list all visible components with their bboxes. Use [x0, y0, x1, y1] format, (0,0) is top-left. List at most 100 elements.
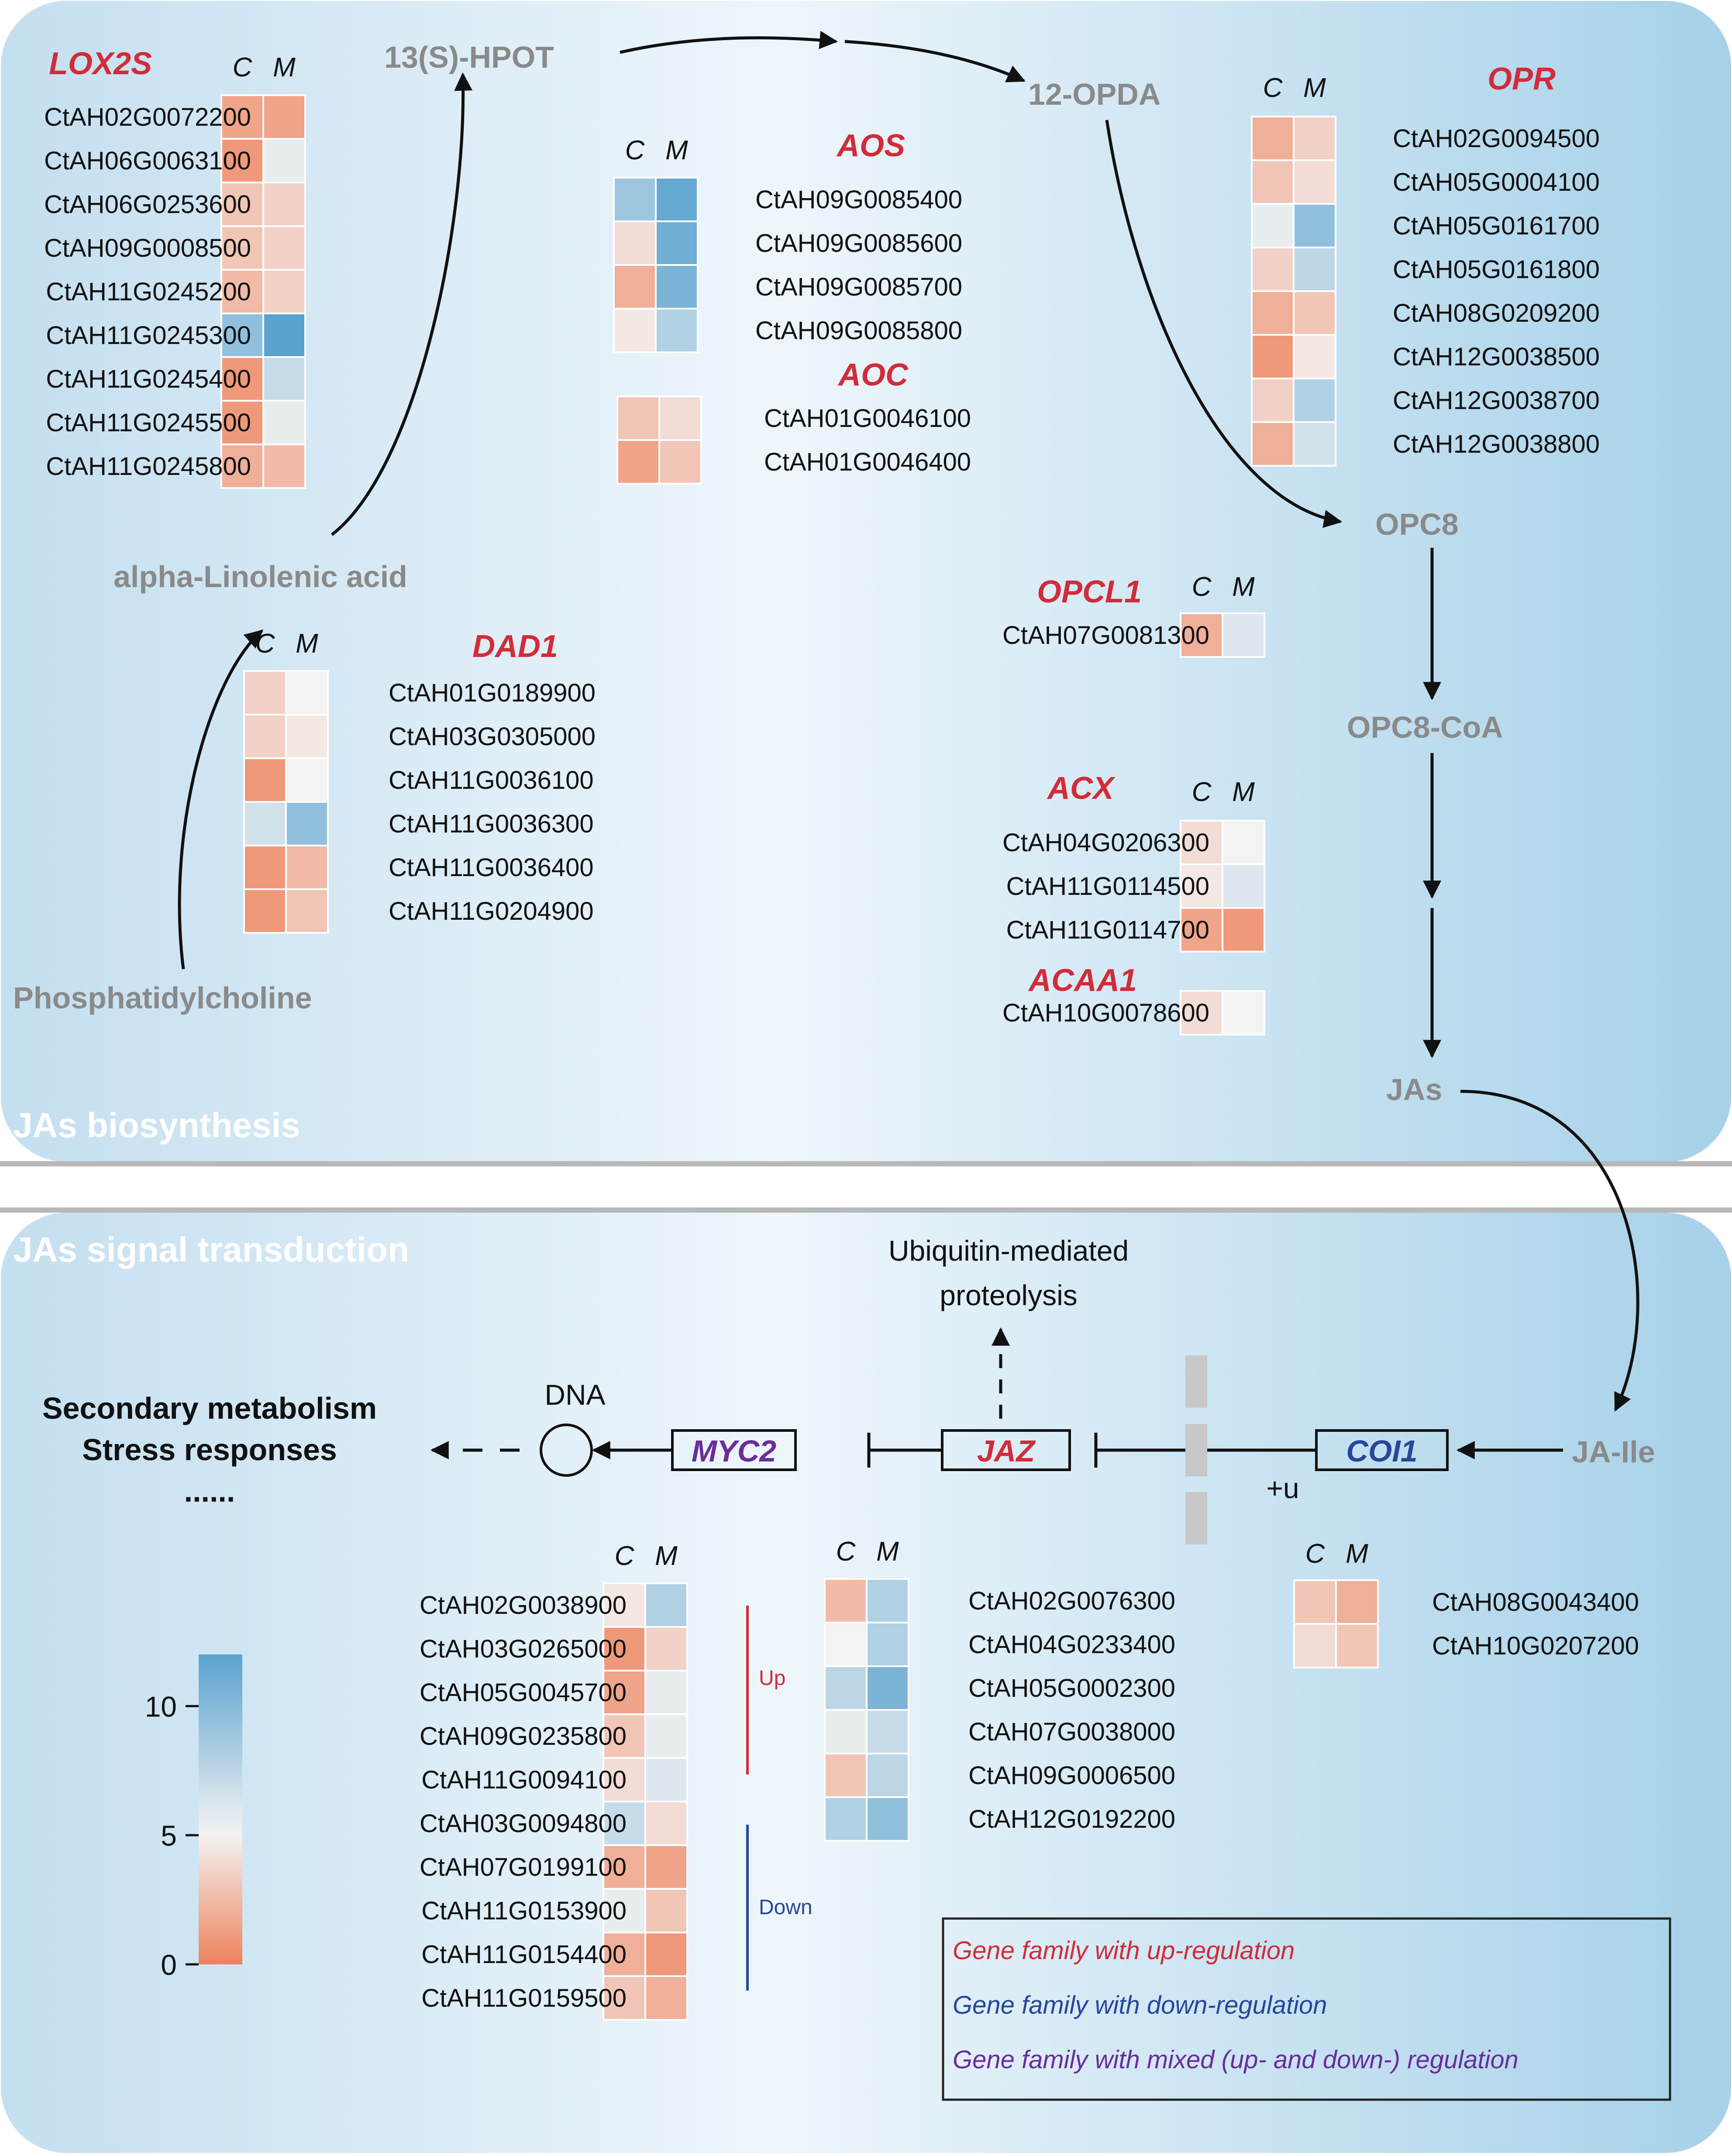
- column-header-c: C: [836, 1537, 856, 1567]
- metabolite-hpot: 13(S)-HPOT: [384, 40, 554, 74]
- heatmap-cell-c: [613, 308, 657, 353]
- heatmap-myc2: CtAH02G0038900CtAH03G0265000CtAH05G00457…: [420, 1541, 688, 2021]
- gene-label: CtAH11G0245800: [46, 452, 251, 481]
- heatmap-cell-m: [1293, 334, 1336, 379]
- family-title-dad1: DAD1: [472, 629, 558, 664]
- heatmap-opr: CtAH02G0094500CtAH05G0004100CtAH05G01617…: [1251, 62, 1600, 467]
- heatmap-cell-m: [1293, 203, 1336, 248]
- column-header-c: C: [233, 52, 253, 83]
- gene-label: CtAH10G0078600: [1002, 999, 1209, 1027]
- gene-label: CtAH09G0085600: [755, 229, 962, 258]
- gene-label: CtAH08G0209200: [1393, 299, 1600, 327]
- colorbar: [199, 1654, 242, 1964]
- heatmap-cell-c: [243, 888, 287, 934]
- gene-label: CtAH01G0189900: [389, 679, 596, 707]
- metabolite-opc8: OPC8: [1375, 507, 1459, 541]
- gene-label: CtAH02G0076300: [968, 1587, 1175, 1615]
- jaz-box: [941, 1429, 1071, 1471]
- heatmap-cell-m: [1222, 863, 1265, 909]
- heatmap-cell-m: [285, 801, 329, 846]
- heatmap-cell-m: [644, 1932, 688, 1977]
- legend-down: Gene family with down-regulation: [953, 1991, 1327, 2019]
- heatmap-cell-m: [262, 400, 306, 445]
- family-title-lox2s: LOX2S: [49, 46, 152, 81]
- heatmap-cell-c: [1251, 290, 1295, 336]
- arrow-opda-to-opc8: [1105, 120, 1343, 528]
- heatmaps: CtAH02G0072200CtAH06G0063100CtAH06G02536…: [44, 46, 1639, 2021]
- gene-label: CtAH01G0046400: [764, 448, 971, 476]
- arrow-pc-to-linolenic: [178, 629, 264, 970]
- heatmap-cell-m: [1335, 1623, 1379, 1668]
- heatmap-cell-c: [824, 1709, 868, 1754]
- gene-label: CtAH06G0063100: [44, 147, 251, 175]
- heatmap-cell-m: [644, 1582, 688, 1628]
- heatmap-cell-m: [866, 1709, 909, 1754]
- heatmap-cell-c: [824, 1753, 868, 1798]
- gene-label: CtAH05G0002300: [968, 1674, 1175, 1702]
- column-header-c: C: [615, 1541, 635, 1571]
- column-header-c: C: [1305, 1539, 1326, 1569]
- heatmap-cell-m: [866, 1753, 909, 1798]
- heatmap-cell-c: [616, 395, 660, 441]
- heatmap-cell-m: [262, 356, 306, 402]
- heatmap-cell-m: [866, 1622, 909, 1667]
- gene-label: CtAH04G0233400: [968, 1630, 1175, 1659]
- gene-label: CtAH12G0038700: [1393, 386, 1600, 415]
- gene-label: CtAH09G0008500: [44, 234, 251, 262]
- heatmap-cell-c: [1251, 378, 1295, 423]
- gene-label: CtAH11G0245400: [46, 365, 251, 393]
- gene-label: CtAH11G0245300: [46, 321, 251, 350]
- gene-label: CtAH02G0094500: [1393, 124, 1600, 153]
- heatmap-cell-c: [243, 670, 287, 715]
- gene-label: CtAH10G0207200: [1432, 1632, 1639, 1660]
- section-title-signal: JAs signal transduction: [13, 1230, 409, 1269]
- column-header-c: C: [625, 135, 645, 165]
- gene-label: CtAH02G0038900: [420, 1591, 627, 1620]
- heatmap-cell-c: [243, 714, 287, 759]
- heatmap-cell-m: [1293, 247, 1336, 292]
- gene-label: CtAH05G0004100: [1393, 168, 1600, 196]
- heatmap-cell-m: [655, 177, 699, 222]
- gene-label: CtAH03G0265000: [420, 1635, 627, 1663]
- section-title-biosynthesis: JAs biosynthesis: [13, 1106, 300, 1145]
- heatmap-cell-c: [603, 1713, 646, 1759]
- heatmap-cell-m: [262, 269, 306, 314]
- heatmap-cell-m: [285, 714, 329, 759]
- heatmap-cell-m: [655, 308, 699, 353]
- gene-label: CtAH07G0199100: [420, 1853, 627, 1881]
- down-bracket-label: Down: [759, 1896, 813, 1919]
- arrow-to-opda: [844, 40, 1026, 83]
- gene-label: CtAH12G0192200: [968, 1805, 1175, 1833]
- gene-label: CtAH11G0154400: [421, 1940, 627, 1969]
- heatmap-cell-m: [658, 395, 702, 441]
- heatmap-cell-c: [613, 220, 657, 266]
- heatmap-cell-m: [655, 264, 699, 309]
- heatmap-cell-m: [262, 94, 306, 140]
- heatmap-cell-c: [603, 1975, 646, 2021]
- heatmap-cell-c: [1251, 116, 1295, 161]
- heatmap-cell-c: [1251, 203, 1295, 248]
- heatmap-cell-c: [824, 1665, 868, 1711]
- column-header-m: M: [1232, 572, 1255, 602]
- membrane-segment: [1185, 1492, 1207, 1544]
- gene-label: CtAH09G0085800: [755, 316, 962, 345]
- metabolite-phosphatidylcholine: Phosphatidylcholine: [13, 981, 312, 1015]
- heatmap-cell-c: [824, 1796, 868, 1842]
- gene-label: CtAH08G0043400: [1432, 1588, 1639, 1616]
- gene-label: CtAH11G0036400: [389, 853, 594, 882]
- membrane-segment: [1185, 1424, 1207, 1476]
- gene-label: CtAH12G0038500: [1393, 343, 1600, 371]
- gene-label: CtAH09G0006500: [968, 1761, 1175, 1790]
- heatmap-cell-c: [243, 757, 287, 803]
- heatmap-cell-m: [262, 225, 306, 271]
- metabolite-ja-ile: JA-Ile: [1572, 1435, 1655, 1469]
- heatmap-cell-m: [1222, 990, 1265, 1035]
- column-header-m: M: [876, 1537, 899, 1567]
- heatmap-cell-m: [644, 1757, 688, 1802]
- gene-label: CtAH01G0046100: [764, 404, 971, 433]
- column-header-m: M: [1346, 1539, 1368, 1569]
- heatmap-cell-m: [1222, 907, 1265, 952]
- heatmap-cell-m: [1222, 820, 1265, 865]
